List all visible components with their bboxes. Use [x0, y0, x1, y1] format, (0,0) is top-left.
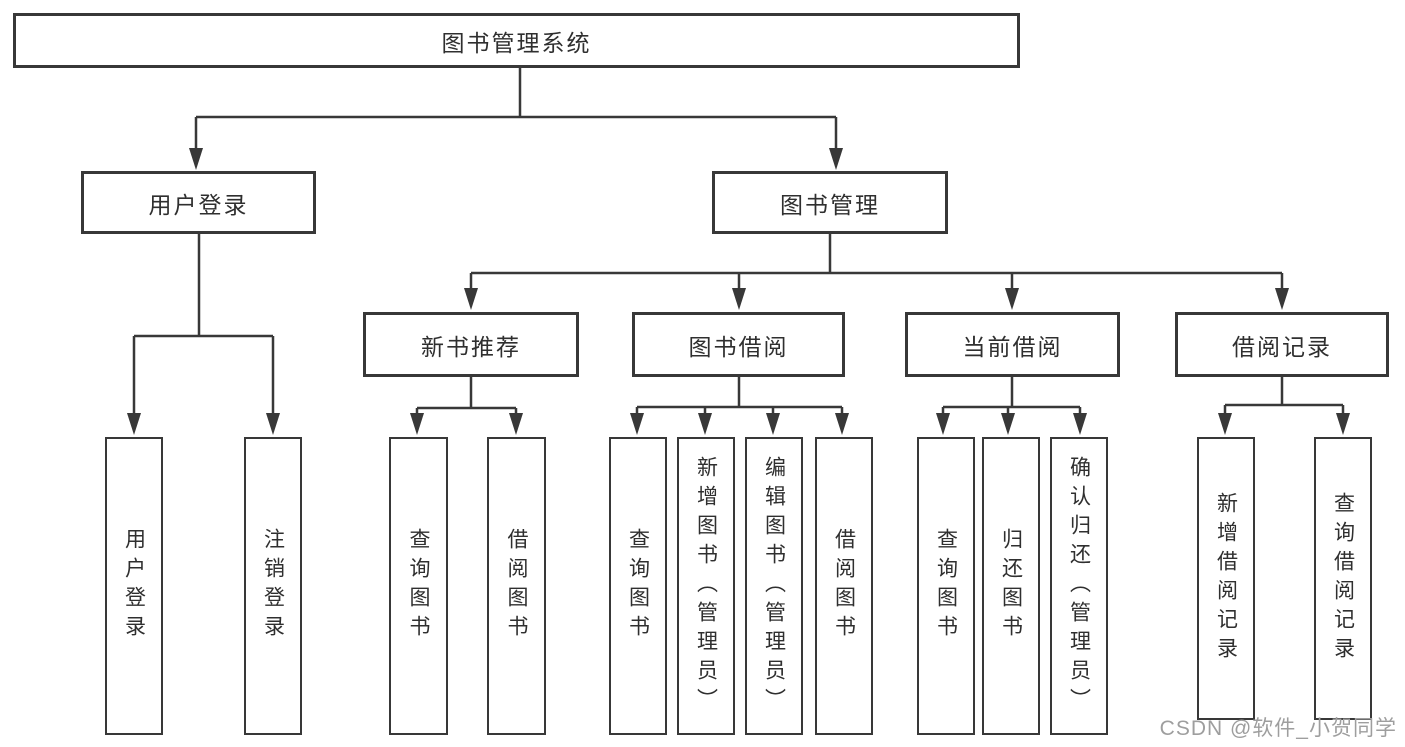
- node-root: 图书管理系统: [13, 13, 1020, 68]
- csdn-watermark: CSDN @软件_小贺同学: [1159, 717, 1397, 740]
- leaf-borrow-book-recommend: 借阅图书: [487, 437, 546, 735]
- leaf-logout: 注销登录: [244, 437, 302, 735]
- arrow-icon: [829, 148, 843, 170]
- wire-borrow-branch: [635, 377, 844, 415]
- leaf-add-borrow-record: 新增借阅记录: [1197, 437, 1255, 720]
- leaf-query-book-borrow: 查询图书: [609, 437, 667, 735]
- arrow-icon: [1005, 288, 1019, 310]
- wire-current-branch: [941, 377, 1082, 415]
- leaf-user-login: 用户登录: [105, 437, 163, 735]
- arrow-icon: [835, 413, 849, 435]
- connector-paths: [132, 68, 1345, 415]
- arrow-icon: [1275, 288, 1289, 310]
- arrow-icon: [509, 413, 523, 435]
- arrow-icon: [766, 413, 780, 435]
- arrow-icon: [936, 413, 950, 435]
- wire-newbook-branch: [415, 377, 518, 415]
- leaf-add-book-admin: 新增图书（管理员）: [677, 437, 735, 735]
- leaf-confirm-return-admin: 确认归还（管理员）: [1050, 437, 1108, 735]
- arrow-icon: [1218, 413, 1232, 435]
- node-user-login: 用户登录: [81, 171, 316, 234]
- arrowheads: [127, 148, 1350, 435]
- arrow-icon: [266, 413, 280, 435]
- leaf-borrow-book: 借阅图书: [815, 437, 873, 735]
- arrow-icon: [698, 413, 712, 435]
- arrow-icon: [1336, 413, 1350, 435]
- arrow-icon: [732, 288, 746, 310]
- leaf-edit-book-admin: 编辑图书（管理员）: [745, 437, 803, 735]
- wire-record-branch: [1223, 377, 1345, 415]
- node-new-book-recommend: 新书推荐: [363, 312, 579, 377]
- arrow-icon: [189, 148, 203, 170]
- node-book-borrow: 图书借阅: [632, 312, 845, 377]
- node-borrow-record: 借阅记录: [1175, 312, 1389, 377]
- wire-root-to-level2: [194, 68, 838, 150]
- leaf-return-book: 归还图书: [982, 437, 1040, 735]
- arrow-icon: [1073, 413, 1087, 435]
- arrow-icon: [630, 413, 644, 435]
- node-current-borrow: 当前借阅: [905, 312, 1120, 377]
- leaf-query-book-recommend: 查询图书: [389, 437, 448, 735]
- arrow-icon: [410, 413, 424, 435]
- node-book-management: 图书管理: [712, 171, 948, 234]
- leaf-query-book-current: 查询图书: [917, 437, 975, 735]
- arrow-icon: [127, 413, 141, 435]
- arrow-icon: [464, 288, 478, 310]
- leaf-query-borrow-record: 查询借阅记录: [1314, 437, 1372, 720]
- wire-userlogin-branch: [132, 234, 275, 415]
- wire-bookmgmt-branch: [469, 234, 1284, 290]
- arrow-icon: [1001, 413, 1015, 435]
